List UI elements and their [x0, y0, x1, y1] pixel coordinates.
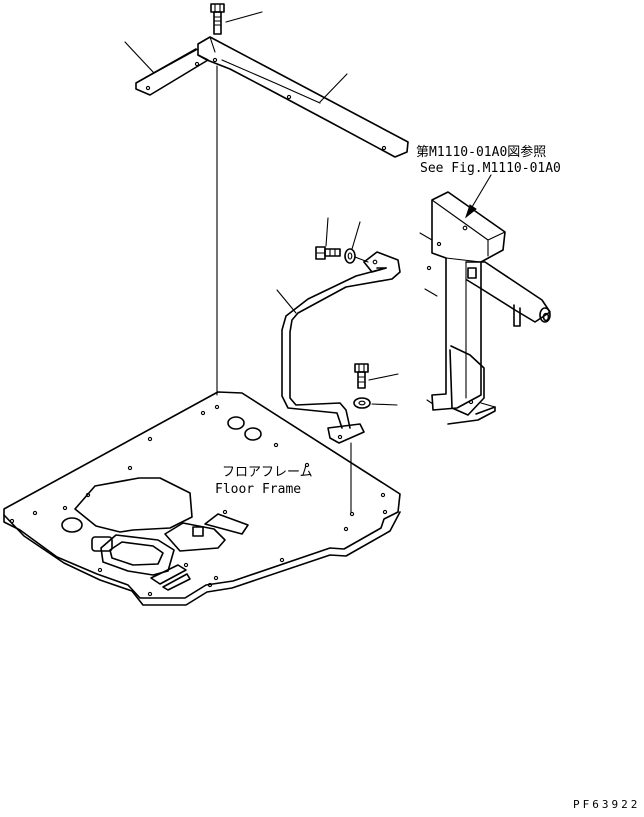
reference-arrow — [464, 174, 492, 219]
top-bracket — [135, 36, 409, 158]
leader-lower-bolt — [368, 373, 399, 381]
floor-frame — [3, 391, 401, 606]
lower-bolt-icon — [354, 363, 369, 389]
lower-washer-icon — [353, 397, 371, 409]
leader-upper-bolt — [325, 217, 329, 247]
leader-bracket-right — [319, 73, 348, 103]
leader-top-bolt — [225, 11, 263, 23]
handrail — [281, 251, 432, 444]
leader-upper-washer — [351, 221, 361, 250]
leader-console-2 — [424, 288, 438, 297]
drawing-code: PF63922 — [573, 798, 641, 811]
leader-lower-washer — [371, 403, 398, 406]
side-console — [431, 191, 551, 425]
top-bolt-icon — [210, 3, 225, 35]
reference-label-en: See Fig.M1110-01A0 — [420, 161, 561, 176]
floor-frame-label-en: Floor Frame — [215, 482, 302, 497]
reference-label-jp: 第M1110-01A0図参照 — [416, 145, 547, 160]
leader-console-1 — [419, 232, 433, 241]
leader-console-3 — [426, 399, 434, 405]
upper-washer-icon — [344, 248, 356, 264]
leader-handrail — [276, 289, 297, 314]
leader-bracket-left — [124, 41, 155, 74]
floor-frame-label-jp: フロアフレーム — [222, 465, 313, 480]
upper-bolt-icon — [315, 246, 341, 260]
